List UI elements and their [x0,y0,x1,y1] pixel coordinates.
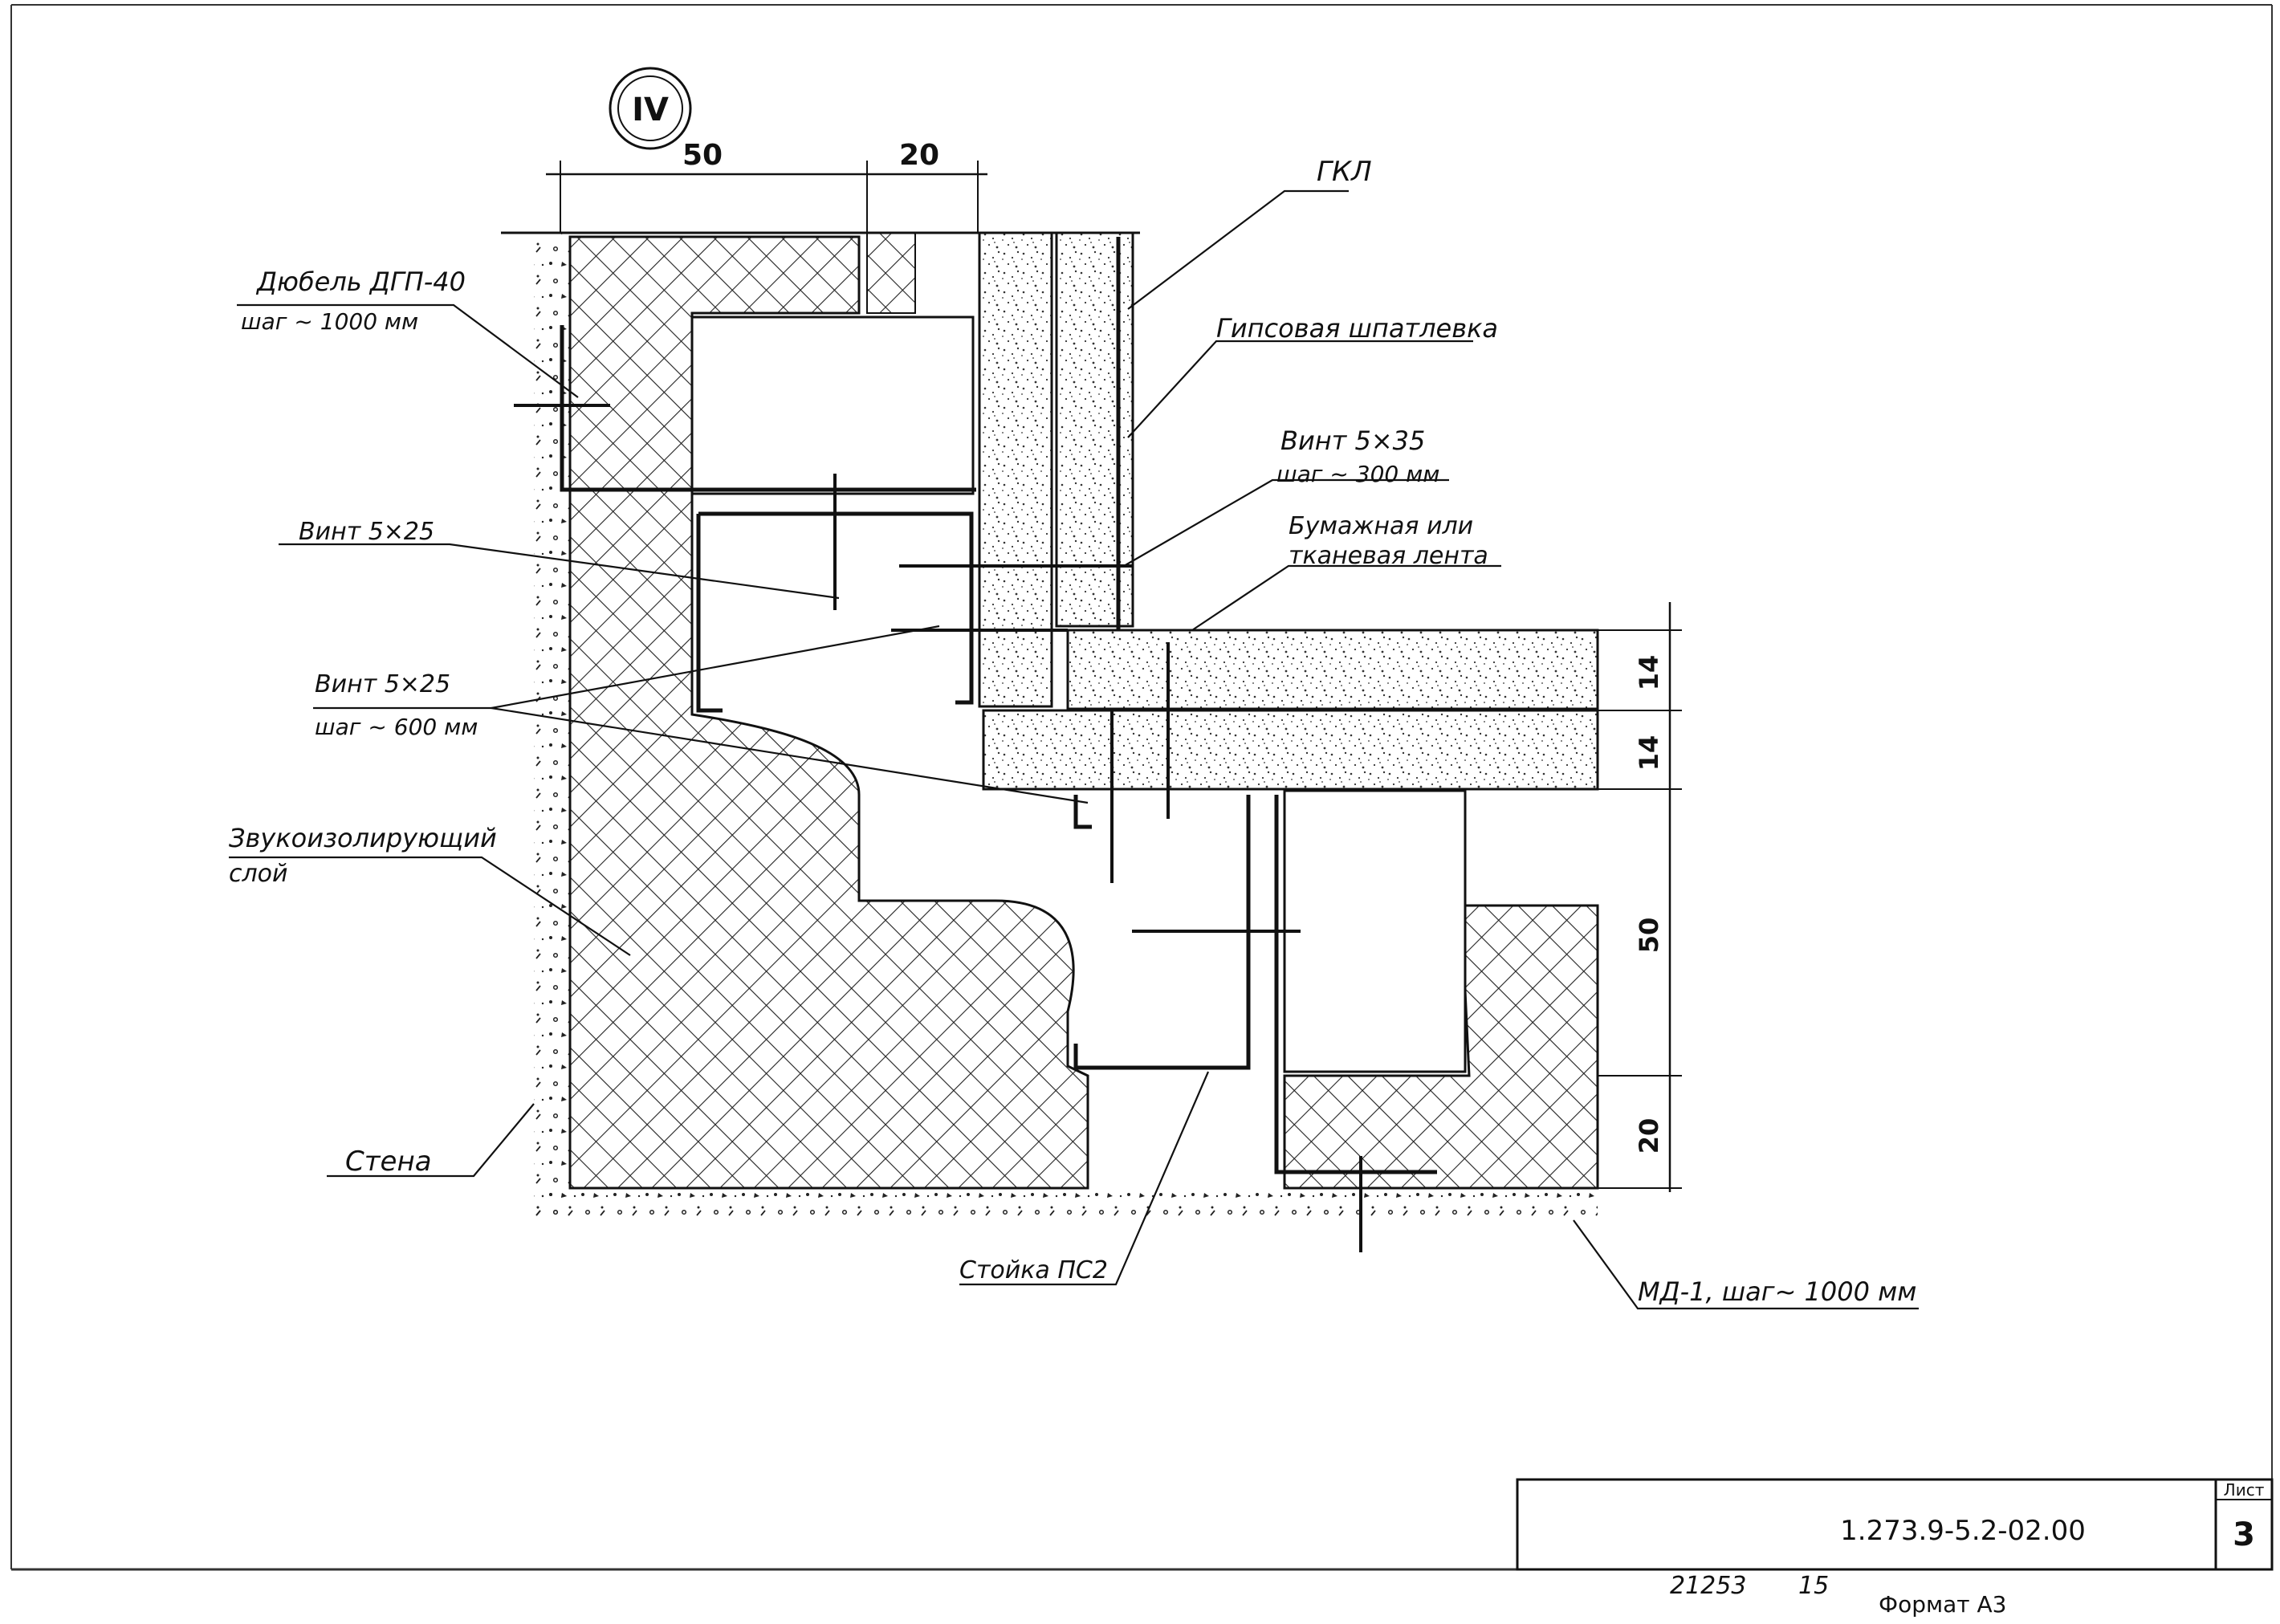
label-screw25s-line1: Винт 5×25 [315,670,450,698]
footer-inv-number: 21253 [1670,1572,1746,1600]
sheet-frame [10,4,2273,1571]
label-screw35-line1: Винт 5×35 [1280,425,1425,456]
label-dowel-line2: шаг ~ 1000 мм [241,308,418,335]
label-sound-line1: Звукоизолирующий [229,823,497,853]
footer-inv-sub: 15 [1798,1572,1829,1600]
section-mark: IV [609,67,692,150]
label-screw25: Винт 5×25 [299,518,434,546]
label-gkl: ГКЛ [1317,156,1372,188]
label-screw35-line2: шаг ~ 300 мм [1276,461,1439,487]
gypsum-boards [978,231,1599,791]
label-tape-line2: тканевая лента [1289,542,1488,570]
label-plaster: Гипсовая шпатлевка [1216,313,1498,344]
label-stud: Стойка ПС2 [959,1256,1108,1284]
title-block-sheet-label: Лист [2224,1480,2265,1500]
top-dimensions: 50 20 [546,139,987,233]
screws [514,404,1362,1252]
leader-lines [229,189,1919,1310]
label-md: МД-1, шаг~ 1000 мм [1638,1276,1916,1307]
callout-labels: ГКЛ Дюбель ДГП-40 шаг ~ 1000 мм Гипсовая… [229,156,1916,1307]
label-screw25s-line2: шаг ~ 600 мм [315,714,478,740]
dim-right-50: 50 [1634,918,1664,954]
label-tape-line1: Бумажная или [1289,512,1473,540]
label-wall: Стена [345,1146,432,1178]
dim-top-20: 20 [899,139,939,172]
footer-format: Формат А3 [1879,1591,2006,1618]
title-block-sheet-number: 3 [2233,1516,2255,1553]
label-dowel-line1: Дюбель ДГП-40 [255,267,466,297]
title-block: 1.273.9-5.2-02.00 Лист 3 [1516,1478,2274,1571]
air-cavities [690,315,1467,1073]
section-mark-label: IV [632,92,669,128]
dim-top-50: 50 [682,139,723,172]
dim-right-14-a: 14 [1634,655,1664,691]
right-dimensions: 14 14 50 20 [1598,602,1682,1192]
dim-right-14-b: 14 [1634,735,1664,771]
title-block-code: 1.273.9-5.2-02.00 [1840,1515,2086,1547]
label-sound-line2: слой [229,860,288,888]
dim-right-20: 20 [1634,1118,1664,1154]
footer: 21253 15 Формат А3 [1670,1572,2006,1618]
sound-insulation-layer [568,232,1599,1190]
